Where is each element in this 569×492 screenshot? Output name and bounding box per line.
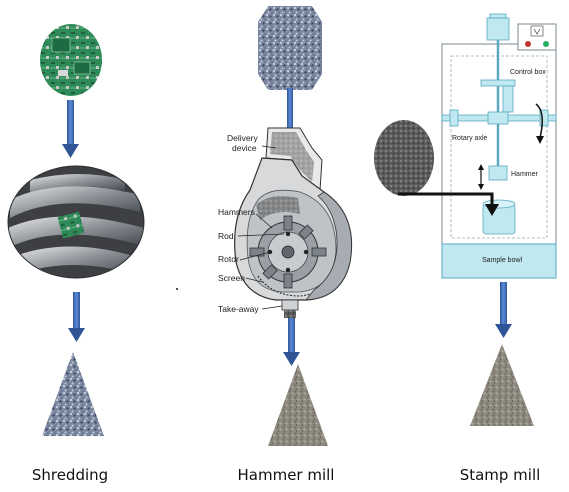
caption-hammer-mill: Hammer mill: [237, 466, 335, 484]
shredder-image: [7, 165, 145, 279]
label-delivery-line1: Delivery: [227, 133, 258, 143]
label-hammer: Hammer: [511, 171, 539, 178]
label-sample-bowl: Sample bowl: [482, 257, 523, 264]
label-control-box: Control box: [510, 69, 546, 76]
arrow-down-3: [287, 88, 293, 128]
hammer-input-image: [258, 6, 322, 90]
hammer-mill-cutaway: [234, 127, 353, 318]
label-take-away: Take-away: [218, 304, 259, 314]
shredding-column: [7, 24, 145, 436]
label-delivery-line2: device: [232, 143, 257, 153]
stamp-mill-column: Control box Rotary axle Hammer Sample bo…: [374, 13, 557, 426]
arrow-down-1: [62, 100, 79, 158]
label-rod: Rod: [218, 231, 234, 241]
stray-dot: [176, 288, 178, 290]
hammer-mill-pile: [268, 364, 328, 446]
caption-stamp-mill: Stamp mill: [459, 466, 541, 484]
stamp-mill-pile: [470, 344, 534, 426]
feed-arrow: [398, 192, 499, 216]
label-rotor: Rotor: [218, 254, 239, 264]
arrow-down-2: [68, 292, 85, 342]
label-screen: Screen: [218, 273, 245, 283]
hammer-mill-leaders: [237, 145, 285, 310]
stamp-input-image: [374, 120, 434, 196]
stamp-mill-frame: [441, 13, 557, 279]
arrow-down-4: [283, 318, 300, 366]
arrow-down-5: [495, 282, 512, 338]
label-rotary-axle: Rotary axle: [452, 135, 488, 142]
label-hammers: Hammers: [218, 207, 255, 217]
pcb-input-image: [40, 24, 102, 96]
hammer-mill-column: Delivery device Hammers Rod Rotor Screen…: [218, 6, 353, 446]
shredded-pile: [42, 352, 104, 436]
caption-shredding: Shredding: [31, 466, 109, 484]
